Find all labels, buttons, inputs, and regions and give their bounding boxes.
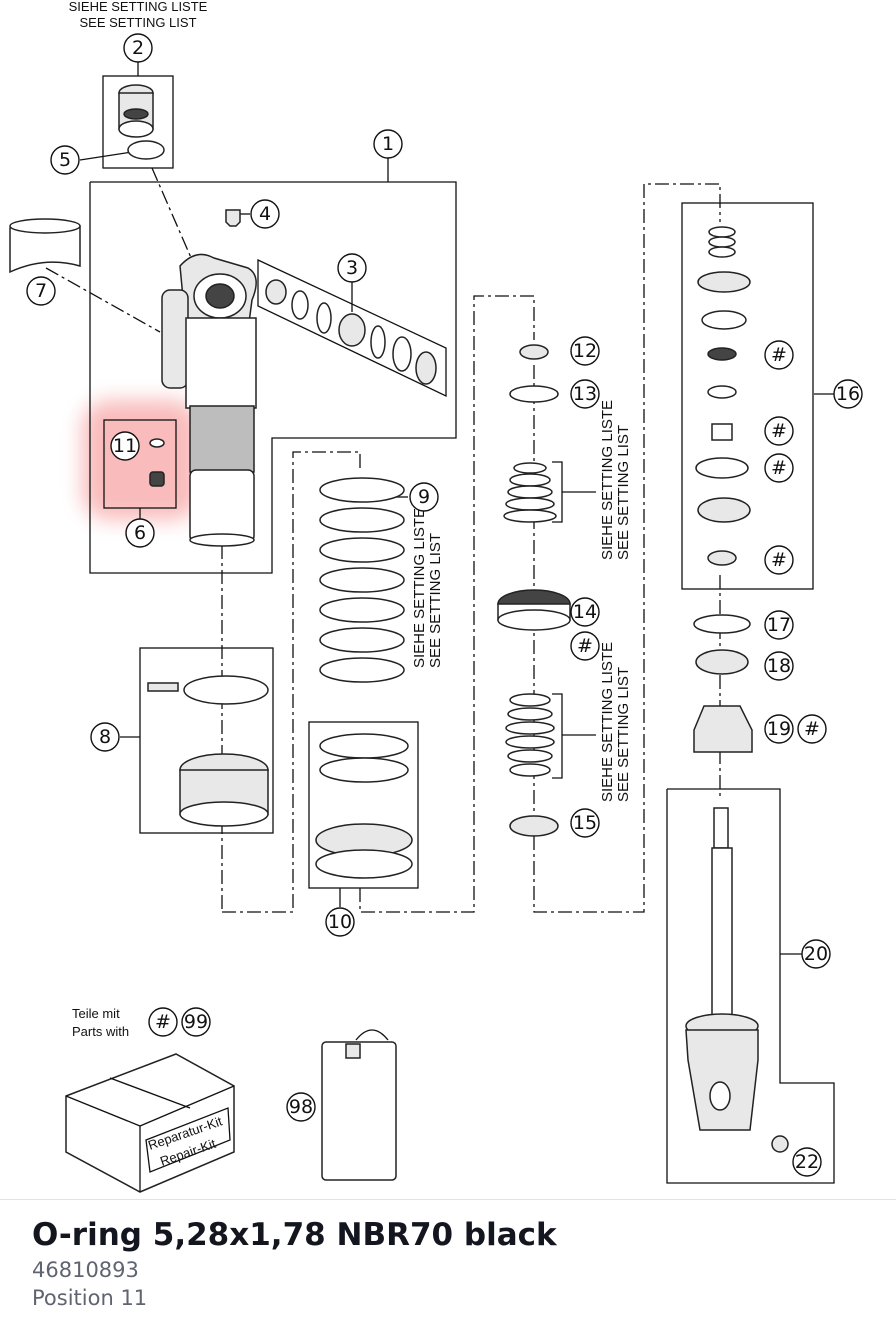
callout-22[interactable]: 22 <box>795 1151 819 1173</box>
part-position: Position 11 <box>32 1286 148 1310</box>
part-title: O-ring 5,28x1,78 NBR70 black <box>32 1217 557 1253</box>
setting-note-lower-de: SIEHE SETTING LISTE <box>599 642 616 802</box>
part-number: 46810893 <box>32 1258 139 1282</box>
callout-7[interactable]: 7 <box>35 280 47 302</box>
spring-coils <box>319 477 405 683</box>
shock-knurled-collar <box>189 405 255 473</box>
callout-10[interactable]: 10 <box>328 911 352 933</box>
callout-6[interactable]: 6 <box>134 522 146 544</box>
callout-17[interactable]: 17 <box>767 614 791 636</box>
callout-16[interactable]: 16 <box>836 383 860 405</box>
setting-note-top-de: SIEHE SETTING LISTE <box>69 0 208 14</box>
shim-stack-lower <box>505 693 555 777</box>
setting-note-top-en: SEE SETTING LIST <box>79 15 196 30</box>
setting-note-spring-en: SEE SETTING LIST <box>427 533 444 668</box>
callout-2[interactable]: 2 <box>132 37 144 59</box>
callout-11[interactable]: 11 <box>113 435 137 457</box>
callout-14[interactable]: 14 <box>573 601 597 623</box>
compression-stack <box>695 226 751 566</box>
setting-note-upper-en: SEE SETTING LIST <box>615 425 632 560</box>
setting-note-upper-de: SIEHE SETTING LISTE <box>599 400 616 560</box>
parts-with-label-de: Teile mit <box>72 1006 120 1021</box>
callout-5[interactable]: 5 <box>59 149 71 171</box>
callout-hash: # <box>771 420 787 442</box>
parts-with-label-en: Parts with <box>72 1024 129 1039</box>
callout-15[interactable]: 15 <box>573 812 597 834</box>
callout-4[interactable]: 4 <box>259 203 271 225</box>
callout-3[interactable]: 3 <box>346 257 358 279</box>
callout-8[interactable]: 8 <box>99 726 111 748</box>
callout-hash: # <box>155 1011 171 1033</box>
setting-note-spring-de: SIEHE SETTING LISTE <box>411 508 428 668</box>
callout-hash: # <box>771 457 787 479</box>
callout-12[interactable]: 12 <box>573 340 597 362</box>
callout-20[interactable]: 20 <box>804 943 828 965</box>
callout-hash: # <box>577 635 593 657</box>
callout-hash: # <box>771 549 787 571</box>
callout-9[interactable]: 9 <box>418 486 430 508</box>
callout-98[interactable]: 98 <box>289 1096 313 1118</box>
callout-99[interactable]: 99 <box>184 1011 208 1033</box>
setting-note-lower-en: SEE SETTING LIST <box>615 667 632 802</box>
divider <box>0 1199 896 1200</box>
callout-13[interactable]: 13 <box>573 383 597 405</box>
part-info-panel: O-ring 5,28x1,78 NBR70 black 46810893 Po… <box>32 1214 557 1312</box>
exploded-parts-diagram: SIEHE SETTING LISTE SEE SETTING LIST <box>9 0 863 1193</box>
callout-hash: # <box>804 718 820 740</box>
shim-stack-upper <box>503 462 557 523</box>
callout-18[interactable]: 18 <box>767 655 791 677</box>
callout-hash: # <box>771 344 787 366</box>
position-highlight <box>82 400 200 520</box>
callout-1[interactable]: 1 <box>382 133 394 155</box>
callout-19[interactable]: 19 <box>767 718 791 740</box>
